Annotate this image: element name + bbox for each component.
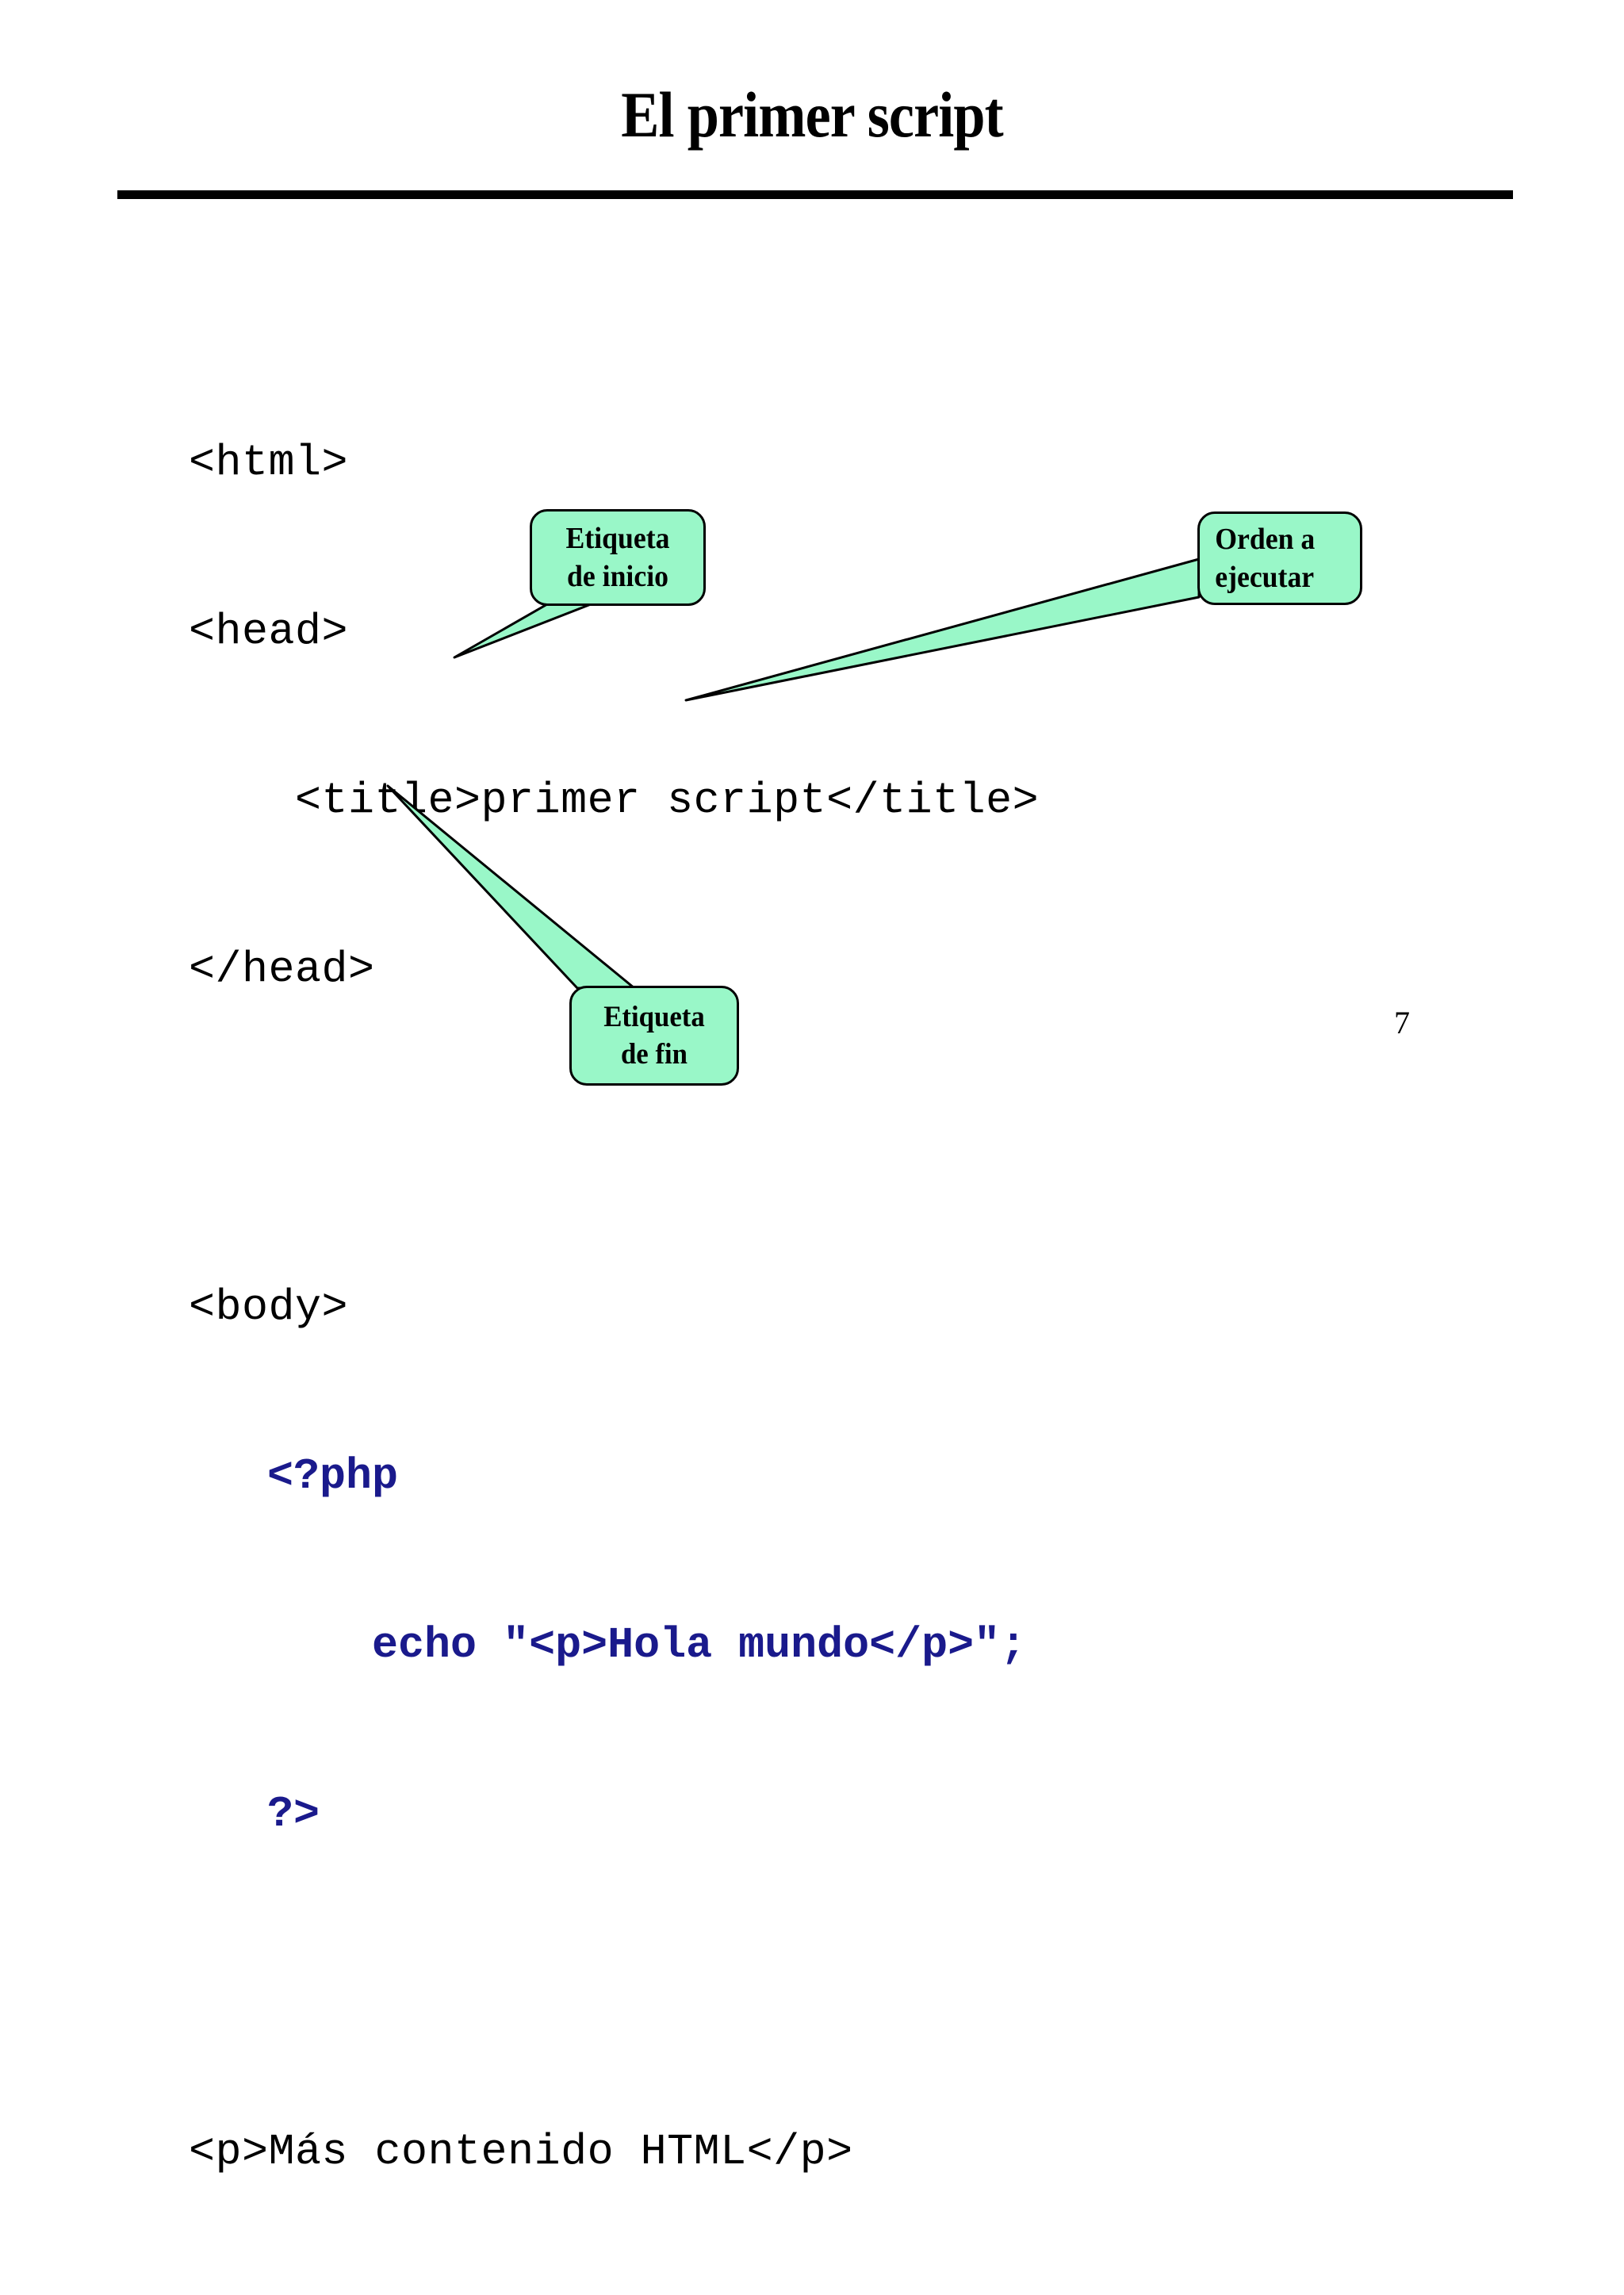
callout-etiqueta-de-fin: Etiqueta de fin — [569, 986, 739, 1086]
code-line: </body> — [189, 2293, 1378, 2295]
callout-line-2: de fin — [620, 1038, 688, 1071]
callout-line-1: Etiqueta — [565, 522, 670, 555]
code-line-php-open: <?php — [189, 1451, 399, 1501]
page-number: 7 — [1394, 1005, 1410, 1040]
callout-line-1: Orden a — [1215, 523, 1316, 556]
code-line: <body> — [189, 1282, 349, 1332]
code-line-blank — [189, 1955, 1378, 2011]
code-line: </head> — [189, 944, 375, 994]
code-line-blank — [189, 1110, 1378, 1167]
callout-orden-a-ejecutar: Orden a ejecutar — [1197, 511, 1362, 605]
slide-canvas: El primer script <html> <head> <title>pr… — [117, 79, 1513, 2177]
code-line: <title>primer script</title> — [189, 776, 1040, 826]
code-line-php-echo: echo "<p>Hola mundo</p>"; — [189, 1620, 1027, 1670]
code-line: <p>Más contenido HTML</p> — [189, 2127, 853, 2177]
code-line-php-close: ?> — [189, 1789, 320, 1839]
code-line: <head> — [189, 607, 349, 657]
callout-line-2: de inicio — [566, 560, 669, 593]
code-listing: <html> <head> <title>primer script</titl… — [189, 322, 1378, 2295]
callout-etiqueta-de-inicio: Etiqueta de inicio — [530, 509, 706, 606]
code-line: <html> — [189, 438, 349, 488]
callout-line-2: ejecutar — [1215, 561, 1315, 594]
callout-line-1: Etiqueta — [603, 1001, 705, 1033]
title-divider — [117, 190, 1513, 199]
page-title: El primer script — [621, 79, 1003, 151]
